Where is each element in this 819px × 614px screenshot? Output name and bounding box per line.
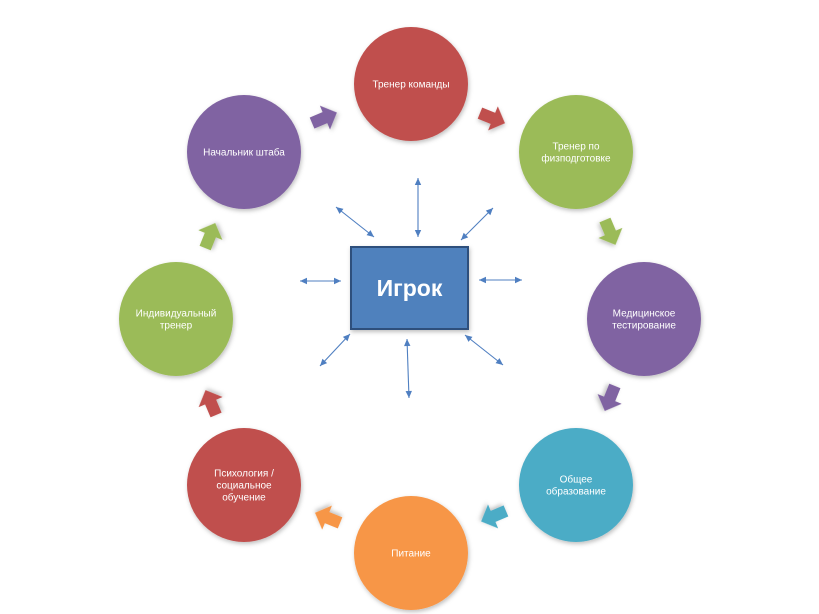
node-label: Начальник штаба <box>203 147 285 159</box>
node-team-coach: Тренер команды <box>354 27 468 141</box>
player-label: Игрок <box>377 275 443 301</box>
node-label: Психология / <box>214 469 274 480</box>
cycle-arrow-fitness-coach-to-medical-testing <box>598 217 623 245</box>
node-circle <box>587 262 701 376</box>
node-label: Тренер команды <box>372 80 449 91</box>
node-label: Индивидуальный <box>136 309 217 320</box>
player-box <box>350 246 469 330</box>
node-circle <box>354 496 468 610</box>
cycle-arrow-nutrition-to-psychology <box>315 505 343 530</box>
node-label: тестирование <box>612 321 676 332</box>
node-label: Тренер по <box>552 142 600 153</box>
connector-arrow <box>335 206 375 238</box>
node-circle <box>519 428 633 542</box>
connector-arrow <box>479 276 522 284</box>
connector-arrow <box>460 207 494 241</box>
node-circle <box>119 262 233 376</box>
cycle-arrow-medical-testing-to-general-education <box>597 383 622 411</box>
cycle-arrow-chief-of-staff-to-team-coach <box>309 105 337 130</box>
node-circle <box>187 95 301 209</box>
node-label: Питание <box>391 549 431 560</box>
node-label: обучение <box>222 492 266 504</box>
connector-arrow <box>300 277 341 285</box>
connector-arrow <box>404 338 412 399</box>
cycle-arrow-team-coach-to-fitness-coach <box>477 106 505 131</box>
node-label: социальное <box>216 481 272 492</box>
node-circle <box>187 428 301 542</box>
cycle-arrow-general-education-to-nutrition <box>481 504 509 529</box>
node-circle <box>354 27 468 141</box>
cycle-arrow-individual-coach-to-chief-of-staff <box>198 223 223 251</box>
node-label: физподготовке <box>541 153 611 165</box>
node-chief-of-staff: Начальник штаба <box>187 95 301 209</box>
node-label: образование <box>546 486 606 498</box>
node-nutrition: Питание <box>354 496 468 610</box>
cycle-arrow-psychology-to-individual-coach <box>198 390 223 418</box>
node-circle <box>519 95 633 209</box>
connector-arrow <box>414 178 422 237</box>
connector-arrow <box>319 333 351 367</box>
node-label: тренер <box>160 321 193 332</box>
connector-arrow <box>464 334 504 366</box>
node-label: Медицинское <box>613 309 676 320</box>
node-label: Общее <box>560 474 593 486</box>
